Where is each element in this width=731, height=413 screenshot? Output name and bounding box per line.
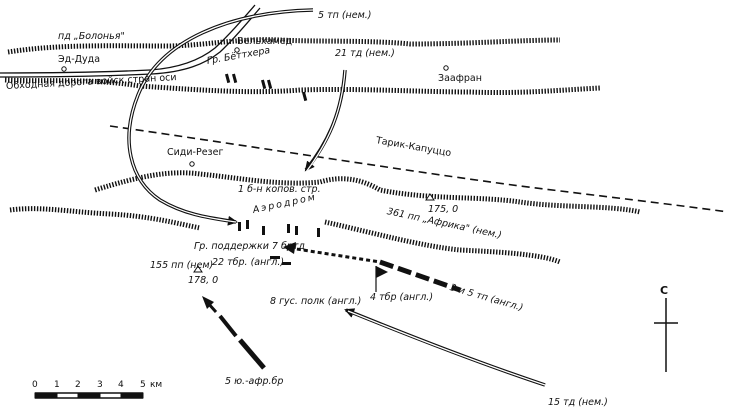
bypass-road — [0, 4, 261, 78]
flag-4-tbr — [375, 266, 388, 292]
trig-capuzzo-road — [109, 125, 729, 213]
label-height-178: 178, 0 — [188, 275, 219, 286]
label-bologna: пд „Болонья" — [58, 31, 125, 42]
scale-unit: км — [150, 380, 163, 390]
escarpment-north-lower — [4, 77, 601, 96]
escarpment-south-east — [324, 219, 561, 265]
label-el-duda: Эд-Дуда — [58, 54, 101, 65]
british-tank-arrow — [283, 242, 461, 293]
south-african-arrow — [202, 296, 266, 370]
label-pp155: 155 пп (нем) — [150, 260, 214, 271]
td21-arrow — [304, 69, 347, 172]
label-sidi-rezeg: Сиди-Резег — [167, 147, 224, 158]
label-tp5: 5 тп (нем.) — [318, 10, 372, 21]
scale-tick-0: 0 — [32, 380, 38, 390]
escarpment-middle — [94, 170, 641, 215]
zaafran-marker — [443, 65, 449, 71]
escarpment-north — [7, 37, 561, 55]
scale-bar — [34, 392, 144, 399]
label-belhamed: Бельхамед — [237, 36, 293, 47]
el-duda-marker — [61, 66, 67, 72]
unit-symbols — [224, 73, 320, 265]
sidi-rezeg-marker — [189, 161, 195, 167]
label-height-175: 175, 0 — [428, 204, 459, 215]
scale-tick-2: 2 — [75, 380, 81, 390]
label-bat1: 1 б-н копов. стр. — [238, 184, 321, 195]
scale-tick-4: 4 — [118, 380, 124, 390]
label-tbr4: 4 тбр (англ.) — [370, 292, 434, 303]
north-arrow — [654, 298, 678, 372]
belhamed-marker — [234, 47, 240, 53]
label-td21: 21 тд (нем.) — [335, 48, 395, 59]
label-hussars8: 8 гус. полк (англ.) — [270, 296, 362, 307]
label-saf5: 5 ю.-афр.бр — [225, 376, 284, 387]
scale-tick-1: 1 — [54, 380, 60, 390]
label-support-group: Гр. поддержки 7 бртд — [194, 241, 305, 252]
label-td15: 15 тд (нем.) — [548, 397, 608, 408]
label-zaafran: Заафран — [438, 73, 482, 84]
scale-tick-3: 3 — [97, 380, 103, 390]
scale-tick-5: 5 — [140, 380, 146, 390]
height-178-marker — [193, 265, 203, 273]
label-tbr22: 22 тбр. (англ.) — [212, 257, 285, 268]
escarpment-south — [9, 206, 201, 231]
height-175-marker — [425, 193, 435, 201]
label-north: С — [660, 284, 669, 297]
td15-arrow — [344, 308, 546, 387]
